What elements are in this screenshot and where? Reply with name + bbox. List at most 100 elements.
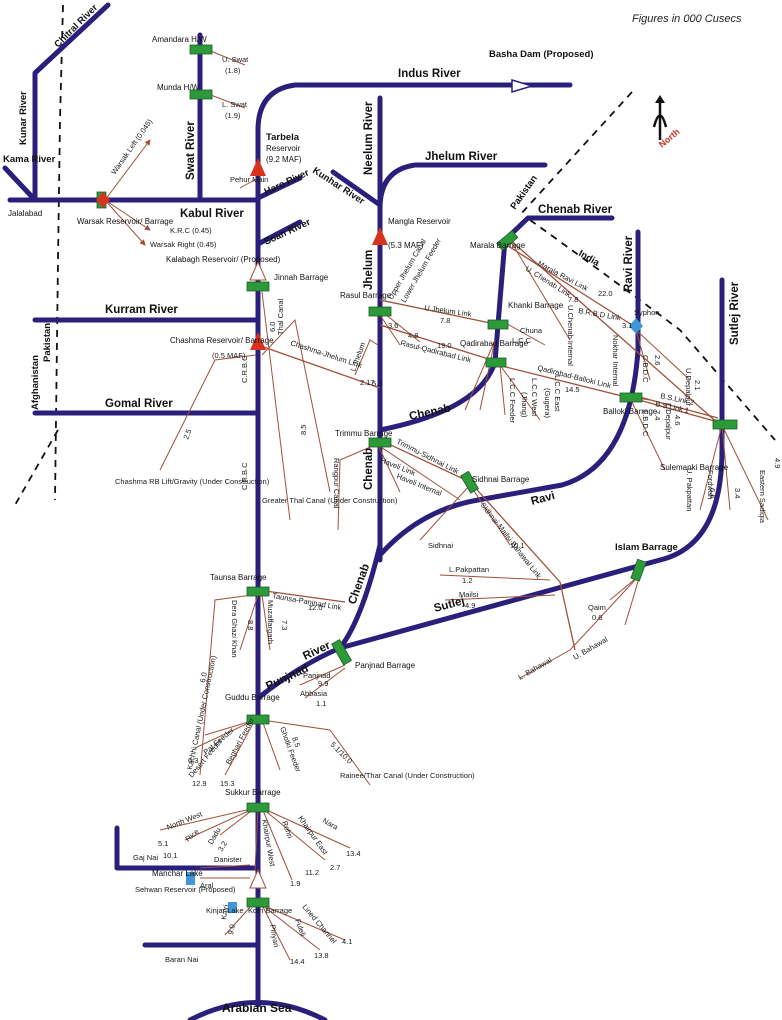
north-arrow-icon — [652, 95, 668, 140]
rasul-barrage — [368, 306, 392, 317]
canal-u-swat: U. Swat — [222, 55, 249, 64]
canal-rohri: Rohri — [280, 820, 295, 840]
label-sutlej-river: Sutlej River — [729, 281, 741, 345]
value-49: 4.9 — [465, 601, 475, 610]
canal-krc: K.R.C (0.45) — [170, 226, 212, 235]
value-l-jhelum: 5.3 — [372, 379, 382, 388]
canal-rice: Rice — [184, 827, 201, 844]
canal-mailsi: Mailsi — [459, 590, 479, 599]
label-sukkur: Sukkur Barrage — [225, 788, 281, 797]
label-syphon: Syphon — [634, 308, 659, 317]
u-chenab-link — [504, 243, 633, 326]
label-jinnah: Jinnah Barrage — [274, 273, 329, 282]
canal-jhang: (Jhang) — [520, 392, 529, 418]
value-qadirabad-balloki: 14.5 — [565, 385, 580, 394]
canal-thal: Thal Canal — [276, 298, 285, 335]
label-taunsa: Taunsa Barrage — [210, 573, 267, 582]
value-138: 13.8 — [314, 951, 329, 960]
canal-greater-thal: Greater Thal Canal (Under Construction) — [262, 496, 398, 505]
canal-u-bahawal: U. Bahawal — [572, 635, 610, 662]
kinjar-lake-icon — [228, 902, 237, 913]
qadirabad-balloki-link — [497, 364, 631, 399]
label-islam-barrage: Islam Barrage — [615, 542, 678, 553]
label-mangla: Mangla Reservoir — [388, 217, 451, 226]
label-indus-river: Indus River — [398, 68, 461, 80]
canal-muzaffargarh: Muzaffargarh — [266, 600, 275, 644]
value-chashma-rb: 2.5 — [181, 428, 193, 441]
canal-l-depalpur: L.Depalpur — [664, 403, 673, 440]
canal-khairpur-west: Khairpur West — [260, 819, 277, 868]
bs-link-1 — [631, 397, 719, 423]
canal-u-depalpur: U.Depalpur — [684, 368, 693, 406]
khanki-barrage — [487, 319, 509, 330]
value-taunsa-panjnad: 12.0 — [308, 603, 323, 612]
label-ravi: Ravi — [530, 490, 557, 508]
value-36: 3.6 — [388, 321, 398, 330]
label-manchar: Manchar Lake — [152, 869, 203, 878]
u-jhelum-link — [379, 299, 501, 326]
canal-haveli-internal: Haveli Internal — [395, 472, 443, 498]
canal-danister: Danister — [214, 855, 242, 864]
value-49b: 4.9 — [773, 458, 782, 468]
taunsa-panjnad-link — [257, 589, 346, 603]
value-112: 11.2 — [305, 868, 319, 877]
value-51: 5.1/10.0 — [329, 740, 355, 766]
canal-l-pakpattan: L.Pakpattan — [449, 565, 489, 574]
value-chashma-jhelum: 2.17 — [360, 378, 375, 387]
value-66: 6.6 — [708, 488, 717, 498]
canal-lbdc: L.B.D.C — [641, 410, 650, 437]
canal-kalri: Kalri — [219, 904, 231, 921]
munda-headworks — [189, 89, 213, 100]
canal-dg-khan: Dera Ghazi Khan — [230, 600, 239, 658]
label-arabian-sea: Arabian Sea — [222, 1001, 292, 1015]
value-26: 2.6 — [653, 355, 662, 365]
label-kalabagh: Kalabagh Reservoir/ (Proposed) — [166, 255, 281, 264]
label-marala: Marala Barrage — [470, 241, 526, 250]
label-soan-river: Soan River — [263, 217, 313, 248]
canal-lcc-feeder: L.C.C Feeder — [508, 378, 517, 424]
label-kabul-river: Kabul River — [180, 208, 244, 220]
value-12: 1.2 — [462, 576, 472, 585]
canal-l-swat: L. Swat — [222, 100, 248, 109]
border-south — [14, 429, 59, 506]
panjnad-barrage — [331, 639, 353, 666]
value-73: 7.3 — [280, 620, 289, 630]
value-greater-thal: 8.5 — [299, 425, 308, 435]
value-u-swat: (1.8) — [225, 66, 241, 75]
value-11: 1.1 — [316, 699, 326, 708]
label-panjnad-barrage: Panjnad Barrage — [355, 661, 416, 670]
canal-lcc-west: L.C.C West — [530, 378, 539, 417]
label-trimmu: Trimmu Barrage — [335, 429, 393, 438]
sutlej-river — [337, 277, 725, 651]
value-rasul-qadirabad: 19.0 — [437, 341, 452, 350]
value-21: 2.1 — [693, 380, 702, 390]
canal-beghari-feeder: Beghari Feeder — [224, 716, 256, 766]
value-101b: 10.1 — [163, 851, 178, 860]
canal-u-pakpattan: U. Pakpattan — [685, 468, 694, 511]
label-amandara: Amandara H/W — [152, 35, 207, 44]
label-mangla-capacity: (5.3 MAF) — [388, 241, 424, 250]
value-88: 8.8 — [246, 620, 255, 630]
value-129: 12.9 — [192, 779, 207, 788]
kotri-barrage — [246, 897, 270, 908]
label-chenab-mid: Chenab — [408, 402, 452, 423]
label-guddu: Guddu Barrage — [225, 693, 280, 702]
label-gaj-nai: Gaj Nai — [133, 853, 158, 862]
amandara-headworks — [189, 44, 213, 55]
sidhnai-barrage — [460, 470, 480, 494]
label-sulemanki: Sulemanki Barrage — [660, 463, 729, 472]
manchar-lake-icon — [186, 872, 195, 885]
canal-ghotki-feeder: Ghotki Feeder — [278, 726, 303, 774]
canal-qaim: Qaim — [588, 603, 606, 612]
value-90: 9.0 — [226, 924, 237, 936]
canal-crbc-2: C.R.B.C — [240, 462, 249, 490]
canal-lcc-east: L.C.C East — [553, 375, 562, 412]
label-chenab-lower: Chenab — [363, 448, 375, 490]
syphon-icon — [629, 318, 643, 334]
figure-units-note: Figures in 000 Cusecs — [632, 13, 742, 25]
label-chenab-river: Chenab River — [538, 204, 613, 216]
chenab-river — [377, 215, 615, 433]
label-basha-dam: Basha Dam (Proposed) — [489, 49, 594, 60]
tarbela-reservoir-icon — [250, 158, 266, 176]
